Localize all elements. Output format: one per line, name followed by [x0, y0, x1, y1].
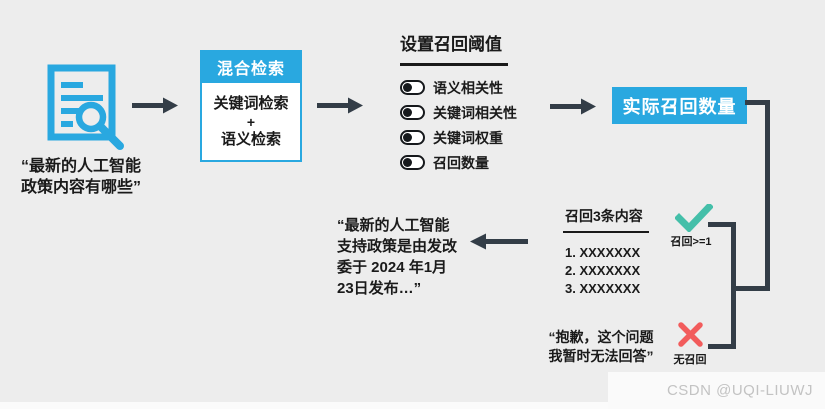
title-underline: [400, 63, 508, 66]
arrow-left-icon: [470, 233, 528, 250]
recall-result-title: 召回3条内容: [563, 206, 649, 233]
toggle-label: 语义相关性: [433, 79, 503, 96]
toggle-knob: [403, 83, 412, 92]
toggle-row-keyword-weight: 关键词权重: [400, 125, 517, 150]
toggle-knob: [403, 108, 412, 117]
toggle-knob: [403, 133, 412, 142]
success-branch-label: 召回>=1: [670, 236, 712, 248]
threshold-title: 设置召回阈值: [400, 35, 502, 54]
answer-line1: “最新的人工智能: [337, 217, 450, 234]
arrow-right-icon: [317, 97, 363, 114]
plus-sign: +: [246, 113, 256, 130]
fallback-line1: “抱歉，这个问题: [548, 329, 654, 345]
answer-line3: 委于 2024 年1月: [337, 259, 448, 276]
toggle-switch-icon: [400, 105, 425, 120]
user-query-text: “最新的人工智能 政策内容有哪些”: [8, 156, 154, 198]
fallback-text: “抱歉，这个问题 我暂时无法回答”: [541, 328, 661, 366]
user-query-line1: “最新的人工智能: [20, 158, 141, 175]
toggle-row-semantic-relevance: 语义相关性: [400, 75, 517, 100]
x-icon: [678, 322, 703, 347]
answer-line2: 支持政策是由发改: [337, 238, 458, 255]
toggle-switch-icon: [400, 80, 425, 95]
threshold-panel: 设置召回阈值 语义相关性 关键词相关性 关键词权重 召回数量: [400, 30, 517, 175]
hybrid-retrieval-header: 混合检索: [202, 52, 300, 83]
branch-arm-success: [708, 222, 734, 227]
actual-recall-box: 实际召回数量: [612, 87, 747, 124]
fallback-line2: 我暂时无法回答”: [548, 348, 654, 364]
hybrid-retrieval-box: 混合检索 关键词检索 + 语义检索: [200, 50, 302, 162]
toggle-label: 召回数量: [433, 154, 489, 171]
connector-line: [745, 100, 770, 105]
toggle-switch-icon: [400, 155, 425, 170]
toggle-label: 关键词权重: [433, 129, 503, 146]
connector-line: [765, 100, 770, 291]
toggle-switch-icon: [400, 130, 425, 145]
recall-item: 3. XXXXXXX: [565, 281, 641, 296]
watermark-text: CSDN @UQI-LIUWJ: [666, 382, 813, 399]
connector-line: [733, 286, 770, 291]
answer-text: “最新的人工智能 支持政策是由发改 委于 2024 年1月 23日发布…”: [337, 215, 457, 299]
recall-item: 1. XXXXXXX: [565, 245, 641, 260]
hybrid-method-semantic: 语义检索: [220, 130, 281, 148]
toggle-row-recall-count: 召回数量: [400, 150, 517, 175]
hybrid-retrieval-body: 关键词检索 + 语义检索: [202, 83, 300, 160]
hybrid-method-keyword: 关键词检索: [213, 94, 289, 112]
recall-item: 2. XXXXXXX: [565, 263, 641, 278]
branch-bracket: [731, 222, 736, 349]
user-query-line2: 政策内容有哪些”: [20, 179, 141, 196]
toggle-label: 关键词相关性: [433, 104, 517, 121]
toggle-knob: [403, 158, 412, 167]
check-icon: [675, 204, 713, 232]
arrow-right-icon: [132, 97, 178, 114]
recall-result-list: 1. XXXXXXX 2. XXXXXXX 3. XXXXXXX: [563, 244, 649, 298]
failure-branch-label: 无召回: [673, 354, 707, 366]
branch-arm-failure: [708, 344, 734, 349]
bottom-strip: [0, 402, 825, 409]
answer-line4: 23日发布…”: [337, 280, 422, 297]
document-search-icon: [47, 64, 124, 150]
recall-result-panel: 召回3条内容 1. XXXXXXX 2. XXXXXXX 3. XXXXXXX: [563, 206, 649, 298]
watermark-area: CSDN @UQI-LIUWJ: [608, 372, 825, 409]
arrow-right-icon: [550, 98, 596, 115]
toggle-row-keyword-relevance: 关键词相关性: [400, 100, 517, 125]
